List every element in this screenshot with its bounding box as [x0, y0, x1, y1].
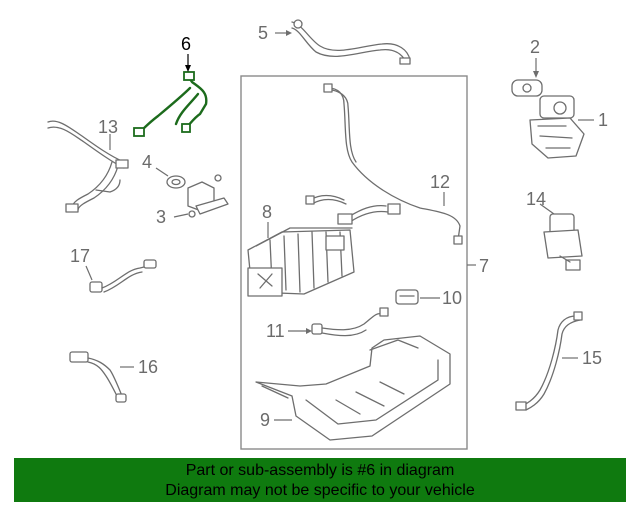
callout-16[interactable]: 16 [138, 357, 158, 377]
parts-diagram: 7 5 6 2 1 [47, 19, 608, 450]
part-9-skid-plate[interactable] [255, 335, 451, 441]
arrow-6 [185, 65, 191, 72]
callout-13[interactable]: 13 [98, 117, 118, 137]
part-16-sensor[interactable] [69, 351, 127, 403]
banner-line-1: Part or sub-assembly is #6 in diagram [185, 462, 455, 479]
part-14-valve[interactable] [543, 213, 583, 271]
part-15-pipe[interactable] [515, 311, 583, 411]
callout-2[interactable]: 2 [530, 37, 540, 57]
callout-5[interactable]: 5 [258, 23, 268, 43]
arrow-5 [286, 30, 292, 36]
callout-14[interactable]: 14 [526, 189, 546, 209]
part-6-harness[interactable] [133, 71, 208, 137]
callout-6[interactable]: 6 [181, 34, 191, 54]
leader-14 [539, 203, 555, 215]
callout-12[interactable]: 12 [430, 172, 450, 192]
assembly-frame [240, 75, 468, 450]
callout-10[interactable]: 10 [442, 288, 462, 308]
callout-17[interactable]: 17 [70, 246, 90, 266]
part-3-bracket[interactable] [187, 174, 229, 218]
callout-15[interactable]: 15 [582, 348, 602, 368]
part-12-hose[interactable] [323, 83, 463, 245]
banner-line-2: Diagram may not be specific to your vehi… [165, 482, 475, 499]
callout-3[interactable]: 3 [156, 207, 166, 227]
callout-1[interactable]: 1 [598, 110, 608, 130]
part-13-pipe[interactable] [47, 120, 129, 213]
part-canister-hose [305, 194, 401, 225]
leader-3 [173, 213, 189, 218]
part-17-sensor[interactable] [89, 259, 157, 293]
part-4-oring[interactable] [166, 175, 186, 189]
leader-4 [155, 167, 169, 177]
arrow-11 [306, 328, 312, 334]
part-1-valve[interactable] [529, 95, 585, 159]
leader-17 [85, 265, 93, 281]
part-2-gasket[interactable] [511, 79, 543, 97]
arrow-2 [533, 71, 539, 78]
callout-4[interactable]: 4 [142, 152, 152, 172]
callout-7[interactable]: 7 [479, 256, 489, 276]
info-banner: Part or sub-assembly is #6 in diagram Di… [14, 458, 626, 502]
part-10-connector[interactable] [395, 289, 419, 305]
callout-9[interactable]: 9 [260, 410, 270, 430]
part-5-hose[interactable] [291, 19, 411, 65]
part-8-canister[interactable] [247, 227, 355, 297]
callout-8[interactable]: 8 [262, 202, 272, 222]
part-11-hose[interactable] [311, 307, 389, 337]
callout-11[interactable]: 11 [266, 321, 285, 341]
